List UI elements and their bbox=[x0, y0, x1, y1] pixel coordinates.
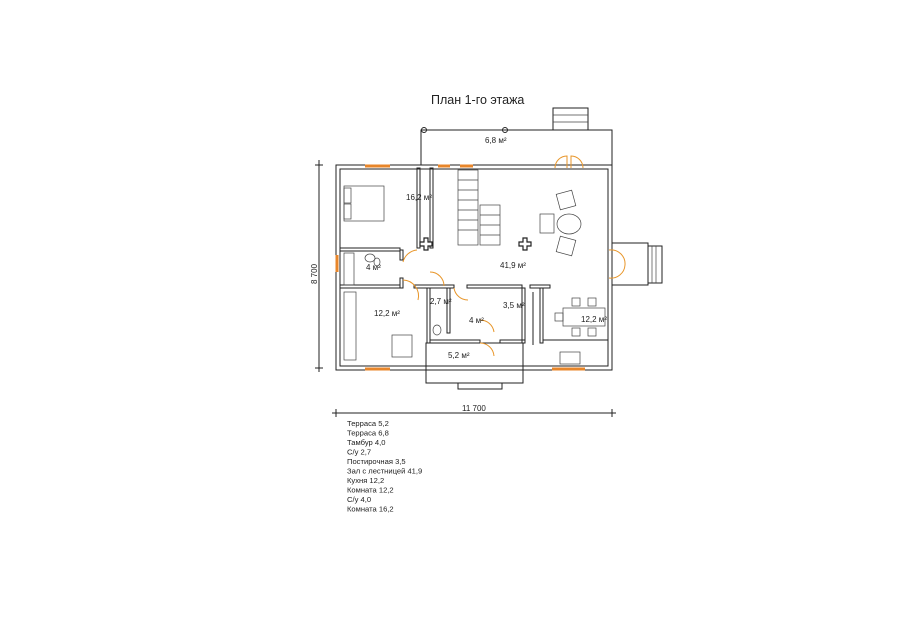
legend-item: С/у 4,0 bbox=[347, 495, 371, 504]
legend-item: Терраса 5,2 bbox=[347, 419, 389, 428]
coffee-table bbox=[556, 213, 582, 235]
room-area-laundry: 3,5 м² bbox=[503, 301, 525, 310]
legend-item: Зал с лестницей 41,9 bbox=[347, 467, 422, 476]
dimension-height: 8 700 bbox=[310, 263, 319, 284]
doors bbox=[402, 155, 626, 357]
room-area-bedroom: 16,2 м² bbox=[406, 193, 432, 202]
columns bbox=[419, 237, 532, 251]
room-area-room-left: 12,2 м² bbox=[374, 309, 400, 318]
legend-item: Кухня 12,2 bbox=[347, 476, 384, 485]
top-terrace bbox=[420, 107, 613, 166]
desk bbox=[391, 334, 413, 358]
room-area-terrace-top: 6,8 м² bbox=[485, 136, 507, 145]
legend-item: Комната 16,2 bbox=[347, 505, 394, 514]
plan-title: План 1-го этажа bbox=[431, 93, 524, 107]
room-area-wc: 2,7 м² bbox=[430, 297, 452, 306]
area-legend: Терраса 5,2 Терраса 6,8 Тамбур 4,0 С/у 2… bbox=[347, 419, 422, 514]
bathtub bbox=[343, 252, 355, 286]
stove bbox=[559, 351, 581, 365]
staircase bbox=[457, 169, 501, 246]
dimension-horizontal: 11 700 bbox=[332, 404, 616, 417]
room-area-terrace-bottom: 5,2 м² bbox=[448, 351, 470, 360]
room-area-bath: 4 м² bbox=[366, 263, 381, 272]
room-area-hall: 41,9 м² bbox=[500, 261, 526, 270]
interior-walls bbox=[339, 167, 608, 345]
room-area-kitchen: 12,2 м² bbox=[581, 315, 607, 324]
legend-item: Тамбур 4,0 bbox=[347, 438, 385, 447]
legend-item: С/у 2,7 bbox=[347, 448, 371, 457]
right-steps bbox=[611, 242, 663, 286]
closet bbox=[343, 291, 357, 361]
room-area-vestibule: 4 м² bbox=[469, 316, 484, 325]
legend-item: Терраса 6,8 bbox=[347, 429, 389, 438]
bed bbox=[343, 185, 385, 222]
toilet bbox=[432, 324, 442, 336]
dimension-vertical: 8 700 bbox=[310, 160, 323, 372]
furniture bbox=[343, 185, 606, 365]
dimension-width: 11 700 bbox=[462, 404, 486, 413]
legend-item: Комната 12,2 bbox=[347, 486, 394, 495]
outer-walls bbox=[335, 164, 613, 371]
armchair bbox=[539, 213, 555, 234]
room-labels: 6,8 м² 16,2 м² 4 м² 41,9 м² 2,7 м² 3,5 м… bbox=[366, 136, 607, 360]
legend-item: Постирочная 3,5 bbox=[347, 457, 406, 466]
